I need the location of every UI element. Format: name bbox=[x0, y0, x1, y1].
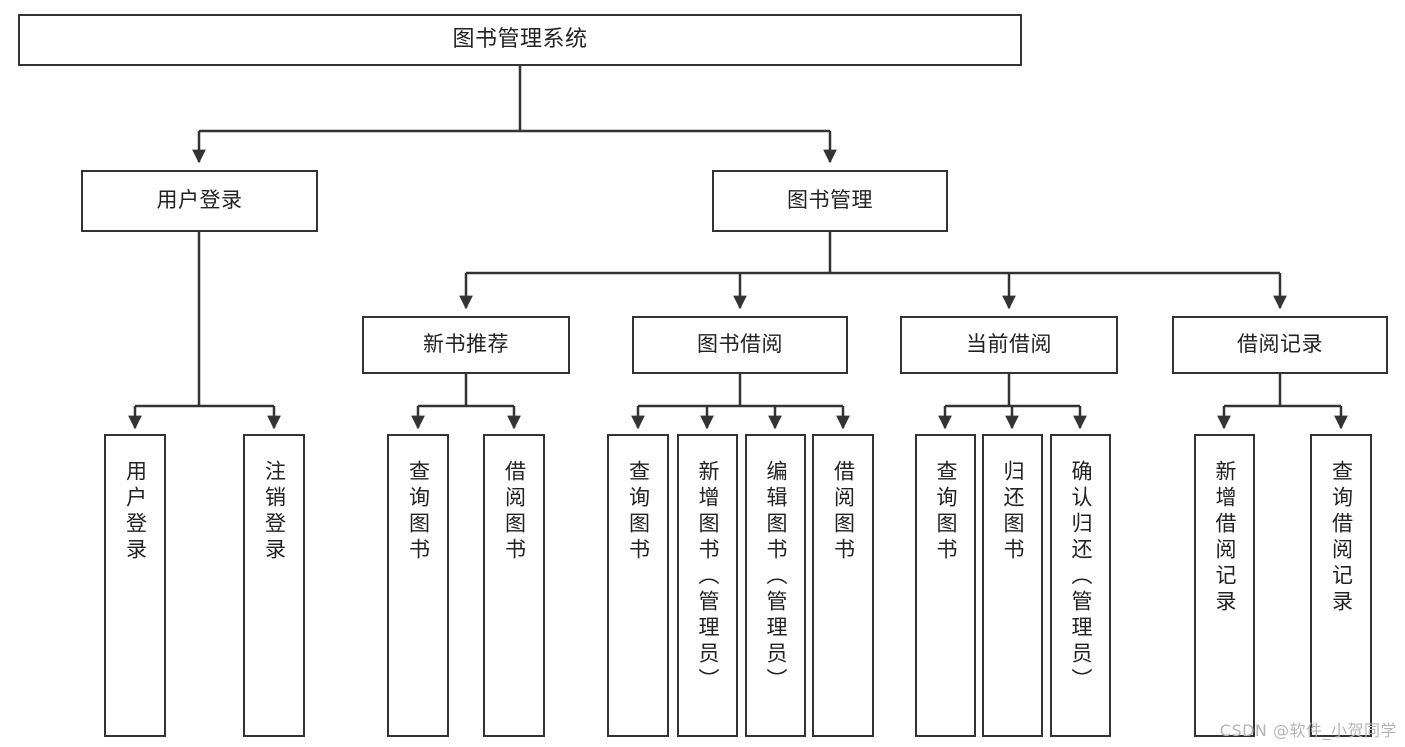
node-leaf-query-book-1[interactable]: 查询图书 bbox=[387, 434, 449, 737]
watermark-text: CSDN @软件_小贺同学 bbox=[1219, 721, 1397, 740]
node-label: 图书借阅 bbox=[697, 332, 783, 357]
node-label: 查询图书 bbox=[934, 460, 958, 564]
node-label: 归还图书 bbox=[1001, 460, 1025, 564]
node-label: 用户登录 bbox=[156, 188, 243, 213]
node-label: 借阅记录 bbox=[1237, 332, 1323, 357]
node-leaf-query-book-2[interactable]: 查询图书 bbox=[607, 434, 669, 737]
node-label: 编辑图书（管理员） bbox=[764, 460, 788, 694]
node-book-borrow[interactable]: 图书借阅 bbox=[632, 316, 848, 374]
node-borrow-record[interactable]: 借阅记录 bbox=[1172, 316, 1388, 374]
node-user-login[interactable]: 用户登录 bbox=[81, 170, 318, 232]
node-root[interactable]: 图书管理系统 bbox=[18, 14, 1022, 66]
node-label: 新增图书（管理员） bbox=[696, 460, 720, 694]
node-leaf-query-book-3[interactable]: 查询图书 bbox=[915, 434, 976, 737]
node-leaf-edit-book[interactable]: 编辑图书（管理员） bbox=[745, 434, 806, 737]
node-label: 图书管理 bbox=[787, 188, 873, 213]
node-label: 当前借阅 bbox=[966, 332, 1052, 357]
node-leaf-borrow-book-2[interactable]: 借阅图书 bbox=[812, 434, 874, 737]
node-leaf-user-logout[interactable]: 注销登录 bbox=[243, 434, 305, 737]
node-new-book-rec[interactable]: 新书推荐 bbox=[362, 316, 570, 374]
node-label: 新增借阅记录 bbox=[1213, 460, 1237, 616]
node-leaf-confirm-return[interactable]: 确认归还（管理员） bbox=[1050, 434, 1111, 737]
node-leaf-add-book[interactable]: 新增图书（管理员） bbox=[677, 434, 738, 737]
node-leaf-user-login[interactable]: 用户登录 bbox=[104, 434, 166, 737]
node-leaf-return-book[interactable]: 归还图书 bbox=[982, 434, 1043, 737]
node-book-manage[interactable]: 图书管理 bbox=[712, 170, 948, 232]
node-leaf-add-record[interactable]: 新增借阅记录 bbox=[1194, 434, 1255, 737]
node-label: 新书推荐 bbox=[423, 332, 509, 357]
node-label: 用户登录 bbox=[123, 460, 148, 564]
node-label: 查询借阅记录 bbox=[1329, 460, 1354, 616]
node-label: 查询图书 bbox=[626, 460, 651, 564]
node-leaf-borrow-book-1[interactable]: 借阅图书 bbox=[483, 434, 545, 737]
node-label: 借阅图书 bbox=[831, 460, 856, 564]
node-leaf-query-record[interactable]: 查询借阅记录 bbox=[1310, 434, 1372, 737]
node-label: 确认归还（管理员） bbox=[1069, 460, 1093, 694]
node-label: 查询图书 bbox=[406, 460, 431, 564]
node-label: 图书管理系统 bbox=[452, 26, 588, 52]
node-current-borrow[interactable]: 当前借阅 bbox=[900, 316, 1118, 374]
node-label: 注销登录 bbox=[262, 460, 287, 564]
node-label: 借阅图书 bbox=[502, 460, 527, 564]
